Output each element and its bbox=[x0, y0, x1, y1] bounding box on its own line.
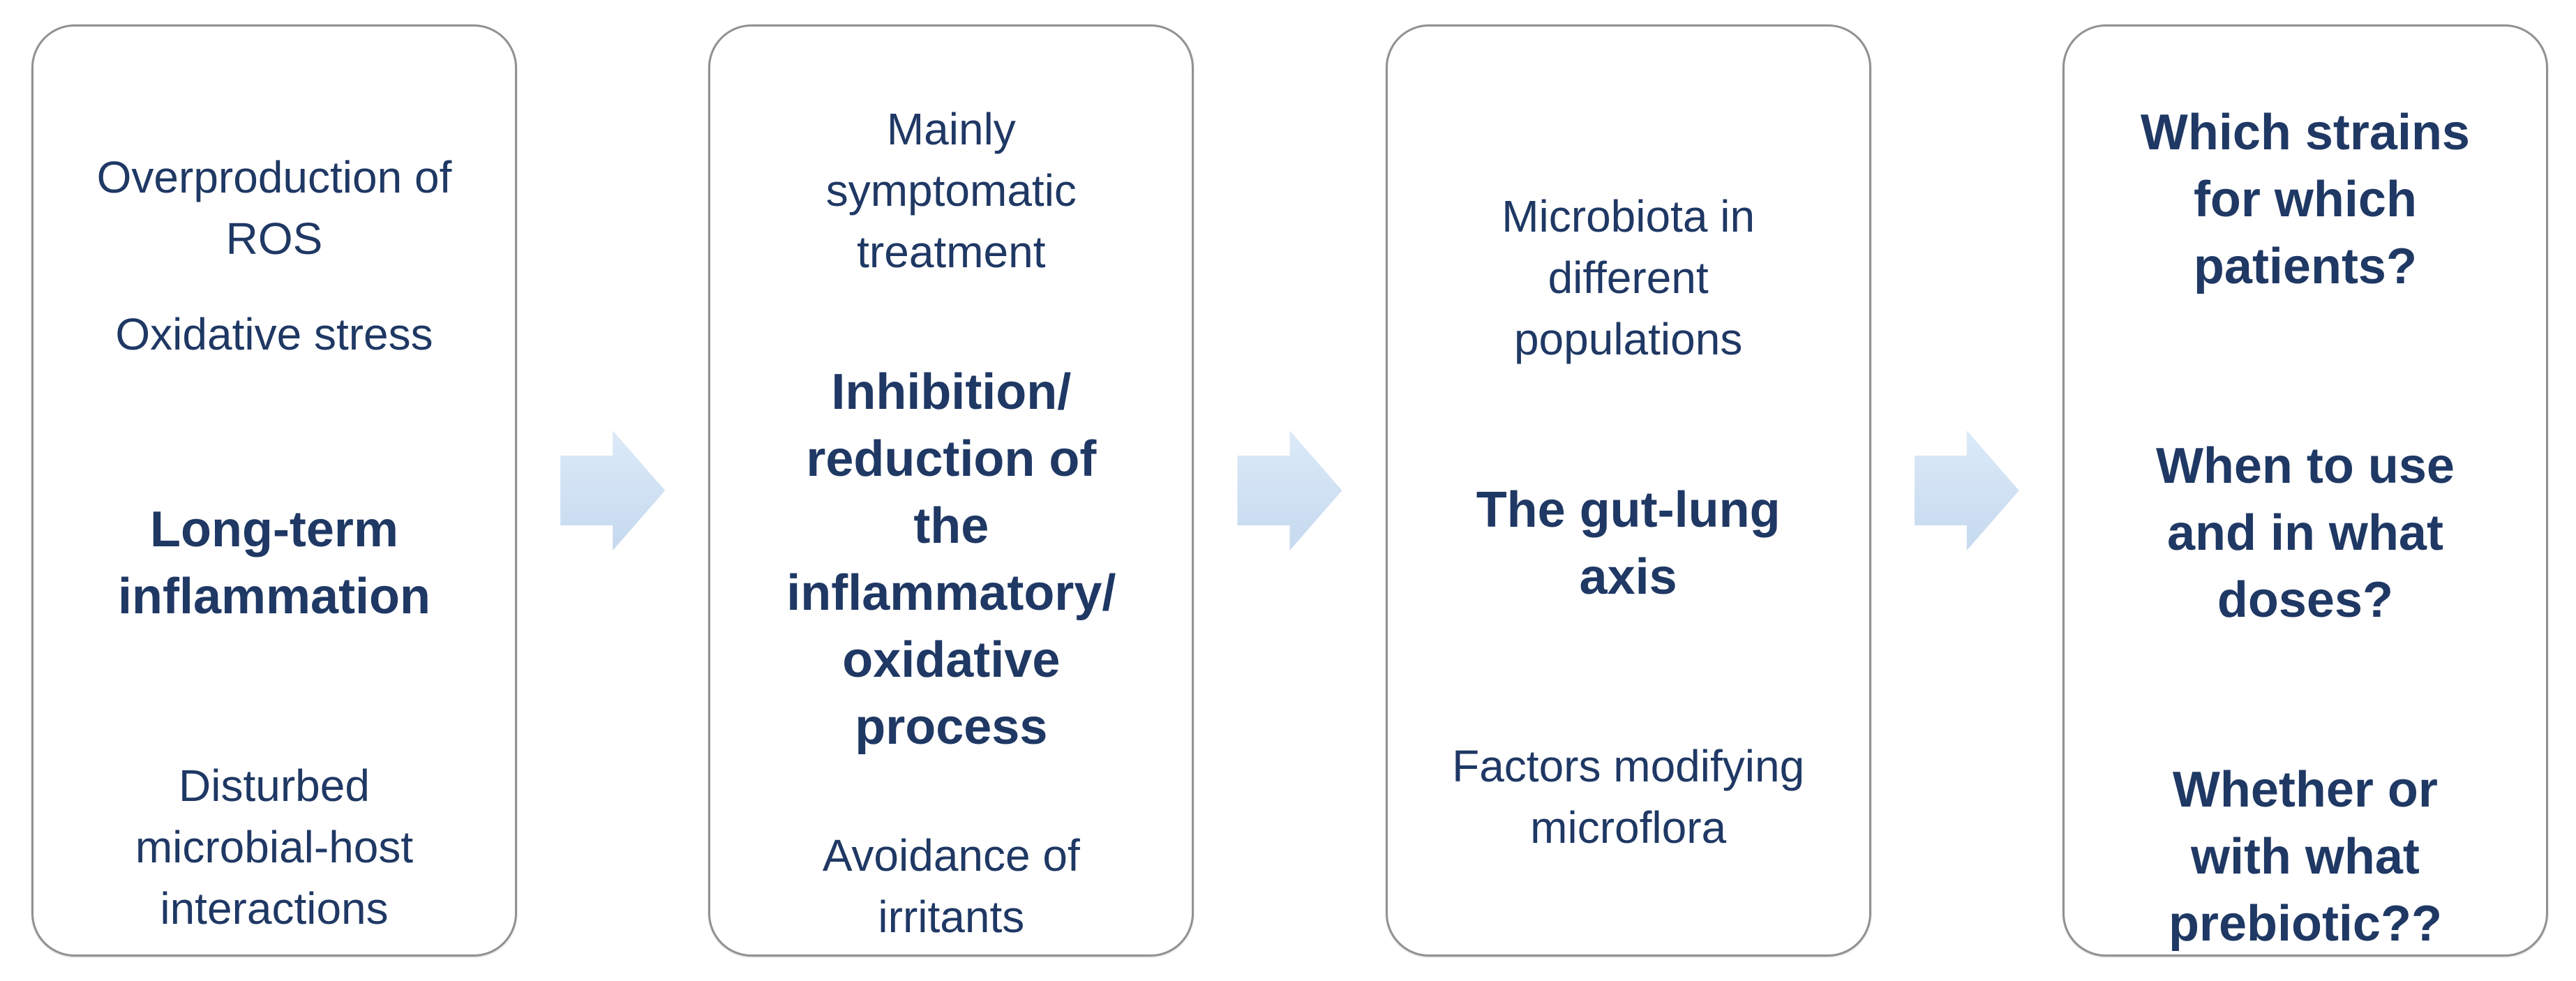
text-line: Microbiota in bbox=[1502, 191, 1755, 241]
text-line: patients? bbox=[2193, 239, 2417, 294]
text-line: the bbox=[913, 498, 989, 554]
text-line: inflammatory/ bbox=[786, 565, 1116, 621]
text-block: Long-term inflammation bbox=[49, 496, 500, 630]
text-line: reduction of bbox=[806, 431, 1097, 487]
text-block: Oxidative stress bbox=[49, 304, 500, 365]
text-line: Inhibition/ bbox=[831, 364, 1072, 420]
right-arrow-icon bbox=[560, 430, 666, 551]
text-line: Oxidative stress bbox=[115, 309, 433, 359]
text-line: axis bbox=[1579, 549, 1677, 605]
text-line: doses? bbox=[2217, 572, 2393, 628]
text-line: Factors modifying bbox=[1452, 741, 1805, 791]
right-arrow-icon bbox=[1914, 430, 2019, 551]
text-line: Avoidance of bbox=[822, 830, 1080, 881]
text-line: interactions bbox=[160, 883, 389, 934]
text-line: prebiotic?? bbox=[2168, 896, 2442, 952]
text-block: Microbiota in different populations bbox=[1403, 186, 1854, 370]
text-line: Long-term bbox=[150, 502, 398, 557]
text-block: Whether or with what prebiotic?? bbox=[2080, 756, 2531, 957]
text-line: different bbox=[1548, 253, 1709, 303]
text-line: symptomatic bbox=[825, 165, 1077, 216]
text-block: Mainly symptomatic treatment bbox=[726, 98, 1176, 283]
text-line: microbial-host bbox=[135, 822, 414, 872]
text-block: When to use and in what doses? bbox=[2080, 433, 2531, 634]
text-line: Mainly bbox=[886, 104, 1016, 154]
text-block: The gut-lung axis bbox=[1403, 477, 1854, 611]
text-line: populations bbox=[1513, 314, 1743, 364]
text-block: Overproduction of ROS bbox=[49, 147, 500, 269]
text-block: Factors modifying microflora bbox=[1403, 735, 1854, 858]
stage-box-open-questions: Which strains for which patients? When to u… bbox=[2062, 24, 2548, 957]
text-line: irritants bbox=[878, 892, 1025, 942]
text-line: ROS bbox=[225, 214, 323, 264]
text-line: The gut-lung bbox=[1476, 482, 1781, 538]
text-block: Inhibition/reduction of the inflammatory/o… bbox=[726, 359, 1176, 761]
text-block: Avoidance of irritants bbox=[726, 825, 1176, 948]
text-line: microflora bbox=[1530, 802, 1727, 853]
text-block: Disturbed microbial-host interactions bbox=[49, 755, 500, 939]
text-block: Which strains for which patients? bbox=[2080, 99, 2531, 300]
text-line: inflammation bbox=[117, 569, 431, 624]
text-line: treatment bbox=[857, 227, 1046, 277]
text-line: Disturbed bbox=[179, 761, 370, 811]
text-line: and in what bbox=[2166, 505, 2443, 561]
text-line: process bbox=[855, 699, 1048, 755]
text-line: for which bbox=[2193, 172, 2417, 227]
text-line: with what bbox=[2190, 829, 2420, 885]
text-line: Which strains bbox=[2140, 105, 2470, 160]
text-line: When to use bbox=[2155, 438, 2455, 494]
text-line: oxidative bbox=[842, 632, 1061, 688]
right-arrow-icon bbox=[1237, 430, 1342, 551]
text-line: Overproduction of bbox=[96, 152, 452, 202]
text-line: Whether or bbox=[2172, 762, 2438, 818]
